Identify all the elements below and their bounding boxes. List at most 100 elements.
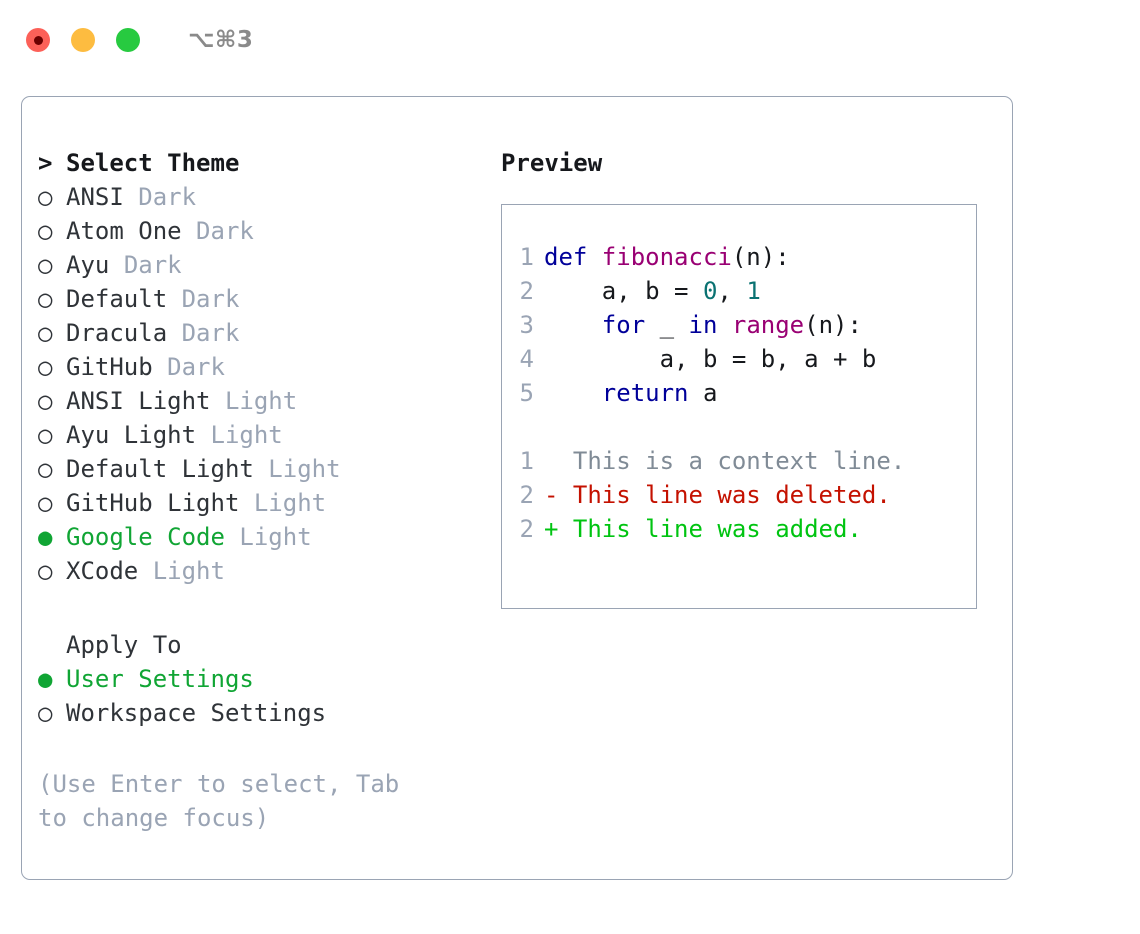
code-line: 1 def fibonacci(n): [502, 243, 976, 277]
radio-unselected-icon[interactable]: ○ [38, 557, 53, 585]
radio-unselected-icon[interactable]: ○ [38, 251, 53, 279]
theme-name-label: Atom One [66, 217, 182, 245]
code-token: 0 [702, 277, 718, 305]
theme-variant-label: Light [253, 489, 327, 517]
code-token: - This line was deleted. [544, 481, 891, 509]
radio-unselected-icon[interactable]: ○ [38, 319, 53, 347]
line-number: 2 [519, 515, 534, 543]
preview-heading: Preview [501, 149, 603, 177]
theme-list-item[interactable]: ○Dracula Dark [38, 319, 493, 353]
code-token: (n): [731, 243, 790, 271]
theme-variant-label: Light [239, 523, 312, 551]
code-token: for [601, 311, 646, 339]
theme-list-item[interactable]: ○GitHub Light Light [38, 489, 493, 523]
dialog-frame: > Select Theme ○ANSI Dark○Atom One Dark○… [21, 96, 1013, 880]
radio-unselected-icon[interactable]: ○ [38, 489, 53, 517]
spacer [254, 455, 268, 483]
theme-variant-label: Light [210, 421, 283, 449]
line-number: 2 [519, 481, 534, 509]
line-content: + This line was added. [544, 515, 862, 543]
spacer [211, 387, 225, 415]
code-token: def [544, 243, 602, 271]
theme-list-item[interactable]: ○ Ayu Dark [38, 251, 493, 285]
line-number: 1 [519, 447, 534, 475]
theme-name-label: ANSI Light [66, 387, 211, 415]
line-content: for _ in range(n): [544, 311, 862, 339]
code-token: 1 [746, 277, 761, 305]
apply-to-list: ● User Settings ○Workspace Settings [38, 665, 493, 733]
theme-list-item[interactable]: ○ ANSI Dark [38, 183, 493, 217]
code-line: 4 a, b = b, a + b [502, 345, 976, 379]
radio-selected-icon[interactable]: ● [38, 523, 53, 551]
spacer [153, 353, 167, 381]
apply-to-label: User Settings [66, 665, 254, 693]
code-token: + This line was added. [544, 515, 862, 543]
theme-name-label: Ayu Light [66, 421, 197, 449]
close-button[interactable] [26, 28, 50, 52]
theme-list-item[interactable]: ○Default Light Light [38, 455, 493, 489]
code-token [717, 311, 731, 339]
theme-variant-label: Dark [196, 217, 254, 245]
theme-list-item[interactable]: ○XCode Light [38, 557, 493, 591]
theme-variant-label: Dark [181, 285, 240, 313]
diff-line: 2 - This line was deleted. [502, 481, 976, 515]
theme-list-item[interactable]: ○ Atom One Dark [38, 217, 493, 251]
line-content: This is a context line. [544, 447, 905, 475]
apply-to-option[interactable]: ○Workspace Settings [38, 699, 493, 733]
theme-list-item[interactable]: ○ANSI Light Light [38, 387, 493, 421]
theme-name-label: XCode [66, 557, 139, 585]
line-number: 5 [519, 379, 534, 407]
keyboard-hint-text: (Use Enter to select, Tab to change focu… [38, 770, 414, 832]
window-titlebar: ⌥⌘3 [0, 0, 1140, 80]
keyboard-shortcut-label: ⌥⌘3 [188, 27, 254, 53]
radio-unselected-icon[interactable]: ○ [38, 183, 53, 211]
theme-variant-label: Dark [138, 183, 197, 211]
code-token: a, b = [544, 277, 703, 305]
code-token: , [717, 277, 747, 305]
line-number: 4 [519, 345, 534, 373]
radio-unselected-icon[interactable]: ○ [38, 285, 53, 313]
theme-name-label: Ayu [66, 251, 110, 279]
theme-name-label: Google Code [66, 523, 225, 551]
select-theme-header: > Select Theme [38, 149, 493, 183]
line-number: 2 [519, 277, 534, 305]
maximize-button[interactable] [116, 28, 140, 52]
theme-list-item[interactable]: ○ Default Dark [38, 285, 493, 319]
radio-unselected-icon[interactable]: ○ [38, 387, 53, 415]
spacer [109, 251, 123, 279]
line-content: return a [544, 379, 718, 407]
code-token [544, 311, 602, 339]
code-line: 5 return a [502, 379, 976, 413]
theme-list-item[interactable]: ● Google Code Light [38, 523, 493, 557]
spacer [167, 285, 181, 313]
line-content: def fibonacci(n): [544, 243, 790, 271]
theme-list-item[interactable]: ○ Ayu Light Light [38, 421, 493, 455]
theme-name-label: ANSI [66, 183, 124, 211]
radio-unselected-icon[interactable]: ○ [38, 699, 53, 727]
spacer [239, 489, 253, 517]
theme-name-label: GitHub [66, 353, 153, 381]
code-line: 3 for _ in range(n): [502, 311, 976, 345]
code-token: in [688, 311, 718, 339]
apply-to-option[interactable]: ● User Settings [38, 665, 493, 699]
theme-variant-label: Dark [123, 251, 182, 279]
line-content: a, b = b, a + b [544, 345, 877, 373]
radio-selected-icon[interactable]: ● [38, 665, 53, 693]
line-number: 3 [519, 311, 534, 339]
radio-unselected-icon[interactable]: ○ [38, 455, 53, 483]
spacer [124, 183, 138, 211]
line-content: - This line was deleted. [544, 481, 891, 509]
theme-name-label: Default [66, 285, 168, 313]
radio-unselected-icon[interactable]: ○ [38, 353, 53, 381]
theme-name-label: Dracula [66, 319, 168, 347]
line-number: 1 [519, 243, 534, 271]
theme-variant-label: Dark [167, 353, 225, 381]
code-token: _ [645, 311, 689, 339]
theme-list-item[interactable]: ○ GitHub Dark [38, 353, 493, 387]
spacer [38, 591, 493, 631]
radio-unselected-icon[interactable]: ○ [38, 421, 53, 449]
radio-unselected-icon[interactable]: ○ [38, 217, 53, 245]
minimize-button[interactable] [71, 28, 95, 52]
code-token: fibonacci [601, 243, 732, 271]
